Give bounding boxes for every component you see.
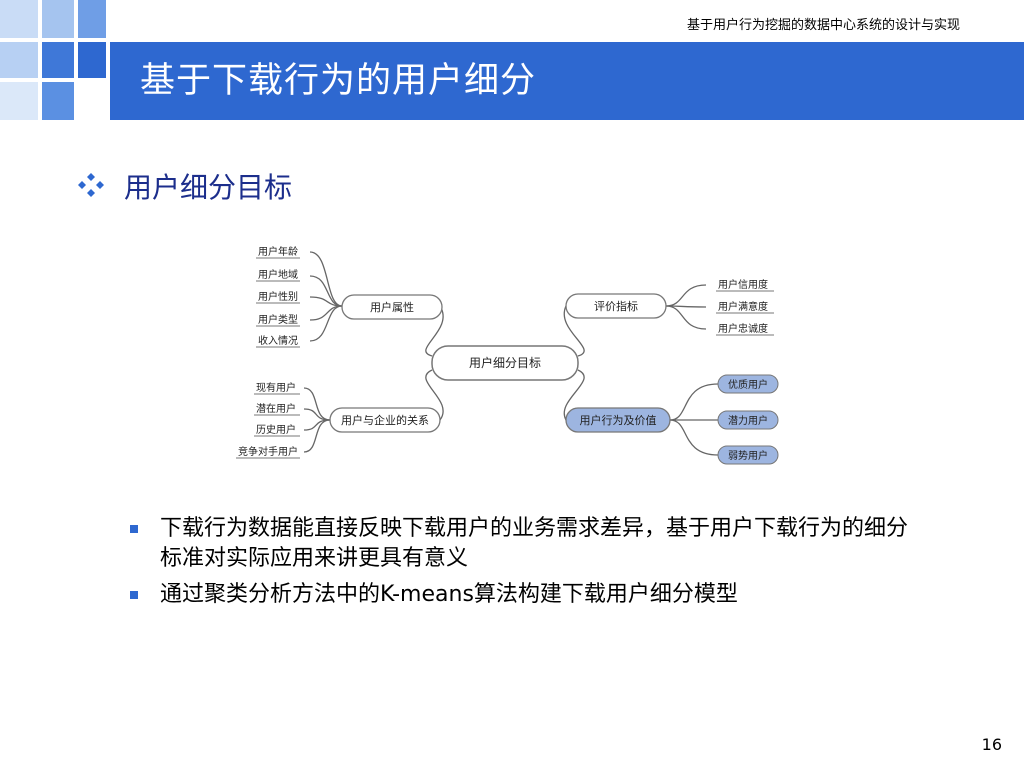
branch-label-enterprise-relation: 用户与企业的关系 (341, 413, 429, 427)
decor-square (0, 82, 38, 120)
leaf-label: 用户忠诚度 (718, 322, 768, 335)
leaf-node-potential (717, 410, 779, 430)
leaf-label: 用户年龄 (258, 245, 298, 258)
branch-node-evaluation-metrics (565, 293, 667, 319)
leaf-label: 现有用户 (256, 381, 296, 394)
leaf-label: 潜在用户 (256, 402, 296, 415)
decor-square (42, 82, 74, 120)
leaf-label: 弱势用户 (728, 449, 768, 462)
branch-label-evaluation-metrics: 评价指标 (594, 299, 638, 313)
leaf-node-premium (717, 374, 779, 394)
leaf-label: 潜力用户 (728, 414, 768, 427)
bullet-text: 下载行为数据能直接反映下载用户的业务需求差异，基于用户下载行为的细分标准对实际应… (160, 516, 909, 571)
decor-square (42, 0, 74, 38)
document-title: 基于用户行为挖掘的数据中心系统的设计与实现 (686, 18, 960, 33)
leaf-label: 竞争对手用户 (238, 445, 298, 458)
square-bullet-icon (130, 525, 138, 533)
leaf-label: 历史用户 (256, 423, 296, 436)
section-subtitle: 用户细分目标 (124, 171, 293, 204)
decor-square (78, 0, 106, 38)
branch-node-enterprise-relation (329, 407, 441, 433)
leaf-label: 用户地域 (258, 268, 298, 281)
leaf-label: 用户信用度 (718, 278, 768, 291)
branch-label-behavior-value: 用户行为及价值 (580, 413, 657, 427)
decor-square (78, 42, 106, 78)
decor-square (42, 42, 74, 78)
bullet-item: 下载行为数据能直接反映下载用户的业务需求差异，基于用户下载行为的细分标准对实际应… (130, 514, 910, 574)
square-bullet-icon (130, 591, 138, 599)
leaf-label: 用户满意度 (718, 300, 768, 313)
leaf-label: 优质用户 (728, 378, 768, 391)
leaf-label: 用户性别 (258, 290, 298, 303)
leaf-label: 用户类型 (258, 313, 298, 326)
leaf-label: 收入情况 (258, 334, 298, 347)
bullet-list: 下载行为数据能直接反映下载用户的业务需求差异，基于用户下载行为的细分标准对实际应… (130, 514, 910, 616)
bullet-item: 通过聚类分析方法中的K-means算法构建下载用户细分模型 (130, 580, 910, 610)
bullet-text: 通过聚类分析方法中的K-means算法构建下载用户细分模型 (160, 582, 738, 607)
slide-title: 基于下载行为的用户细分 (140, 61, 537, 101)
branch-node-user-attributes (341, 294, 443, 320)
branch-label-user-attributes: 用户属性 (370, 300, 414, 314)
decor-square (0, 42, 38, 78)
leaf-node-weak (717, 445, 779, 465)
branch-node-behavior-value (565, 407, 671, 433)
title-banner (110, 42, 1024, 120)
page-number: 16 (981, 735, 1002, 754)
decor-square (0, 0, 38, 38)
center-node-label: 用户细分目标 (469, 355, 541, 370)
diamond-bullet-icon (78, 173, 104, 197)
center-node (431, 345, 579, 381)
